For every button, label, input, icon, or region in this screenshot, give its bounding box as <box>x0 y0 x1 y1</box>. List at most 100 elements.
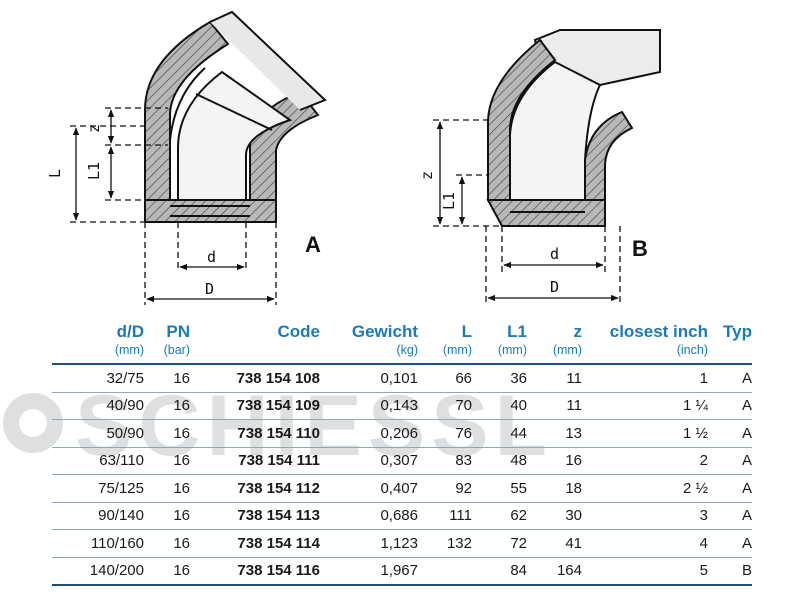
figure-label-b: B <box>632 236 648 261</box>
dim-label-L1: L1 <box>85 162 103 180</box>
cell-code: 738 154 112 <box>190 474 320 503</box>
dim-label-D: D <box>205 280 214 298</box>
unit-d-D: (mm) <box>114 343 144 357</box>
cell-pn: 16 <box>144 529 190 558</box>
unit-l1: (mm) <box>497 343 527 357</box>
cell-z: 18 <box>527 474 582 503</box>
cell-d-D: 90/140 <box>52 502 144 530</box>
cell-code: 738 154 108 <box>190 364 320 393</box>
cell-l <box>418 557 472 586</box>
cell-l1: 84 <box>472 557 527 586</box>
figure-label-a: A <box>305 232 321 257</box>
cell-pn: 16 <box>144 392 190 420</box>
cell-typ: A <box>708 364 752 393</box>
header-l: L <box>461 322 472 341</box>
cell-pn: 16 <box>144 364 190 393</box>
drawing-type-b <box>486 29 661 227</box>
cell-closest-inch: 5 <box>582 557 708 586</box>
cell-gewicht: 0,143 <box>320 392 418 420</box>
cell-l: 92 <box>418 474 472 503</box>
cell-code: 738 154 114 <box>190 529 320 558</box>
header-closest-inch: closest inch <box>609 322 708 341</box>
cell-l1: 40 <box>472 392 527 420</box>
cell-d-D: 75/125 <box>52 474 144 503</box>
header-gewicht: Gewicht <box>351 322 418 341</box>
cell-z: 11 <box>527 392 582 420</box>
cell-l1: 44 <box>472 419 527 448</box>
cell-code: 738 154 109 <box>190 392 320 420</box>
header-d-D: d/D <box>116 322 144 341</box>
cell-closest-inch: 4 <box>582 529 708 558</box>
unit-code <box>190 343 320 364</box>
cell-z: 41 <box>527 529 582 558</box>
cell-l1: 48 <box>472 447 527 475</box>
cell-l: 70 <box>418 392 472 420</box>
cell-code: 738 154 116 <box>190 557 320 586</box>
cell-closest-inch: 2 <box>582 447 708 475</box>
header-z: z <box>573 322 583 341</box>
cell-d-D: 140/200 <box>52 557 144 586</box>
cell-typ: A <box>708 419 752 448</box>
unit-z: (mm) <box>552 343 582 357</box>
cell-gewicht: 0,206 <box>320 419 418 448</box>
dim-label-D-b: D <box>550 278 559 296</box>
cell-typ: A <box>708 474 752 503</box>
cell-l: 83 <box>418 447 472 475</box>
cell-closest-inch: 1 ½ <box>582 419 708 448</box>
dim-label-z-b: z <box>418 171 436 180</box>
cell-code: 738 154 111 <box>190 447 320 475</box>
cell-z: 16 <box>527 447 582 475</box>
cell-closest-inch: 3 <box>582 502 708 530</box>
cell-code: 738 154 113 <box>190 502 320 530</box>
cell-gewicht: 0,686 <box>320 502 418 530</box>
cell-z: 164 <box>527 557 582 586</box>
cell-pn: 16 <box>144 502 190 530</box>
cell-pn: 16 <box>144 419 190 448</box>
cell-gewicht: 0,407 <box>320 474 418 503</box>
cell-l: 132 <box>418 529 472 558</box>
cell-code: 738 154 110 <box>190 419 320 448</box>
dim-label-d: d <box>207 248 216 266</box>
unit-l: (mm) <box>442 343 472 357</box>
cell-d-D: 32/75 <box>52 364 144 393</box>
cell-l: 76 <box>418 419 472 448</box>
unit-closest-inch: (inch) <box>676 343 708 357</box>
cell-closest-inch: 1 ¼ <box>582 392 708 420</box>
specifications-table: d/D PN Code Gewicht L L1 z closest inch … <box>52 316 752 586</box>
cell-d-D: 63/110 <box>52 447 144 475</box>
cell-typ: A <box>708 502 752 530</box>
cell-typ: B <box>708 557 752 586</box>
drawing-type-a <box>144 10 327 223</box>
dim-label-z: z <box>85 124 103 133</box>
table-unit-row: (mm) (bar) (kg) (mm) (mm) (mm) (inch) <box>52 343 752 364</box>
cell-closest-inch: 2 ½ <box>582 474 708 503</box>
cell-gewicht: 0,101 <box>320 364 418 393</box>
dim-label-L1-b: L1 <box>440 192 458 210</box>
dim-label-L: L <box>46 169 64 178</box>
cell-typ: A <box>708 529 752 558</box>
fitting-drawings: L z L1 d D A z L1 d D B <box>46 10 661 305</box>
dimensions-type-a <box>70 107 277 305</box>
cell-gewicht: 0,307 <box>320 447 418 475</box>
header-code: Code <box>277 322 321 341</box>
cell-l1: 72 <box>472 529 527 558</box>
cell-gewicht: 1,123 <box>320 529 418 558</box>
cell-z: 11 <box>527 364 582 393</box>
unit-typ <box>708 343 752 364</box>
cell-z: 13 <box>527 419 582 448</box>
header-typ: Typ <box>723 322 752 341</box>
cell-d-D: 110/160 <box>52 529 144 558</box>
cell-d-D: 50/90 <box>52 419 144 448</box>
cell-pn: 16 <box>144 557 190 586</box>
cell-z: 30 <box>527 502 582 530</box>
table-header-row: d/D PN Code Gewicht L L1 z closest inch … <box>52 316 752 343</box>
unit-pn: (bar) <box>163 343 190 357</box>
cell-l1: 62 <box>472 502 527 530</box>
